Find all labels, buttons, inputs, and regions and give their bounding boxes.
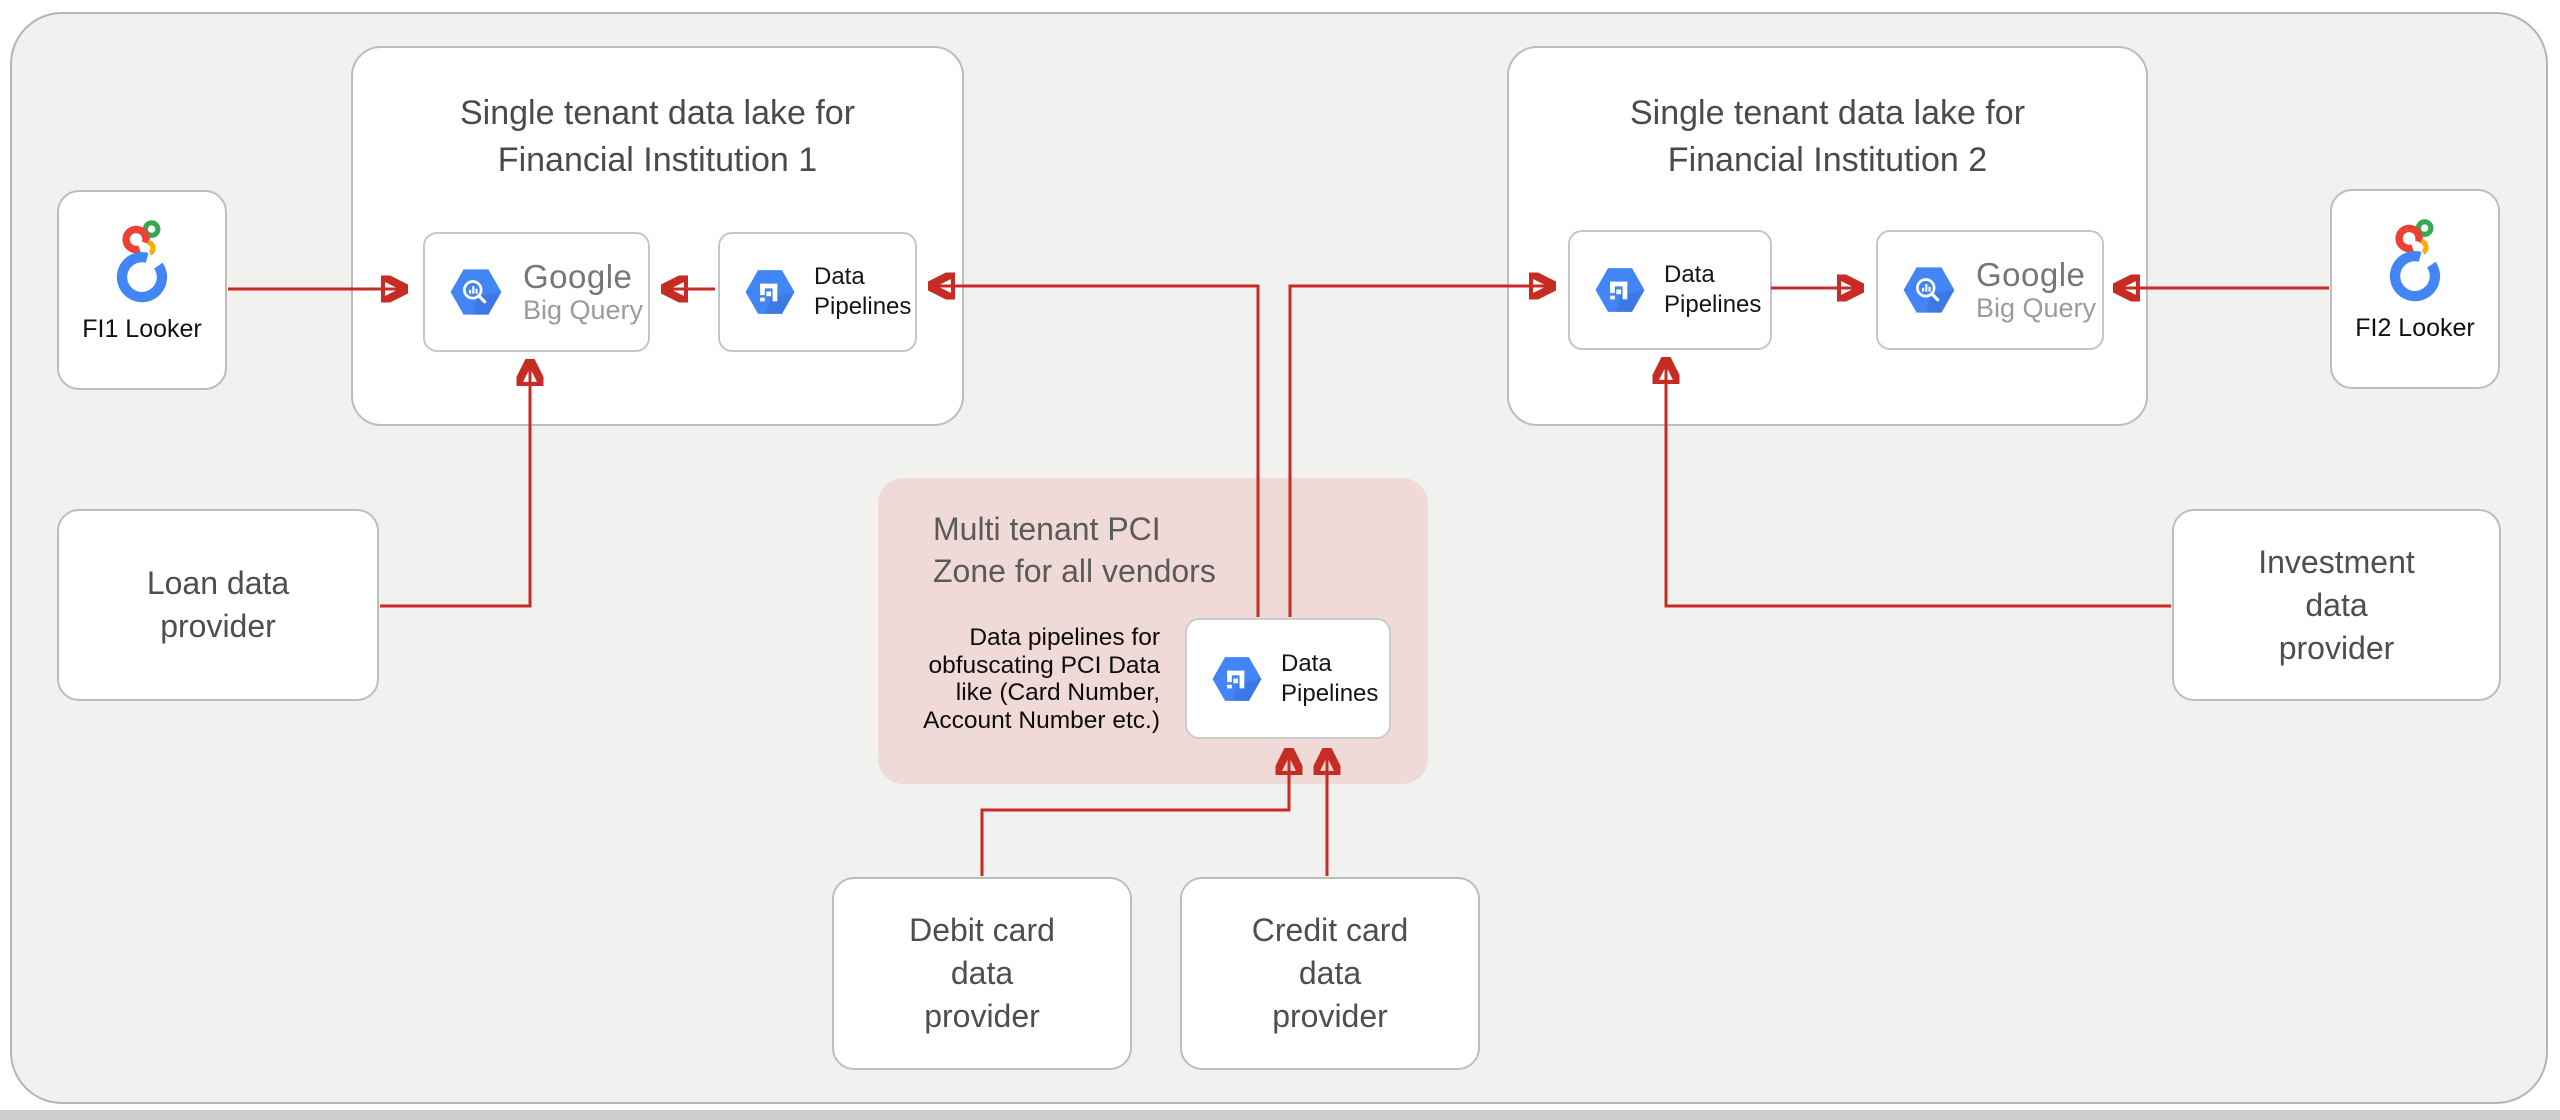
window-bottom-edge (0, 1110, 2560, 1120)
bigquery-brand: Google (1976, 256, 2086, 293)
pci-body-line4: Account Number etc.) (923, 706, 1160, 734)
fi1-data-lake-title: Single tenant data lake for Financial In… (353, 48, 962, 184)
looker-icon (116, 220, 168, 303)
bigquery-icon (1903, 267, 1955, 313)
credit-card-data-provider-node: Credit card data provider (1180, 877, 1480, 1070)
fi2-looker-label: FI2 Looker (2355, 314, 2475, 342)
pipelines-label-line1: Data (814, 263, 865, 290)
bigquery-brand: Google (523, 258, 633, 295)
fi1-data-pipelines-node: Data Pipelines (718, 232, 917, 352)
fi2-looker-node: FI2 Looker (2330, 189, 2500, 389)
investment-line2: data (2305, 586, 2368, 623)
pipelines-label-line2: Pipelines (814, 293, 912, 320)
pci-zone: Multi tenant PCI Zone for all vendors Da… (878, 478, 1428, 784)
fi1-pipelines-label: Data Pipelines (814, 262, 911, 322)
investment-line1: Investment (2258, 543, 2415, 580)
pci-body-line1: Data pipelines for (969, 624, 1160, 651)
fi2-title-line1: Single tenant data lake for (1629, 94, 2026, 132)
pci-body-line2: obfuscating PCI Data (928, 651, 1160, 679)
debit-line3: provider (924, 998, 1040, 1034)
data-pipelines-icon (1212, 656, 1262, 701)
data-pipelines-icon (1595, 268, 1645, 312)
looker-icon (2389, 219, 2441, 302)
pci-title-line2: Zone for all vendors (933, 553, 1216, 589)
fi1-data-lake-box: Single tenant data lake for Financial In… (351, 46, 964, 426)
pipelines-label-line2: Pipelines (1664, 291, 1762, 318)
pipelines-label-line1: Data (1664, 261, 1715, 288)
pipelines-label-line2: Pipelines (1281, 679, 1379, 707)
pci-zone-description: Data pipelines for obfuscating PCI Data … (920, 624, 1160, 734)
fi1-title-line1: Single tenant data lake for (459, 94, 856, 132)
fi2-bigquery-node: Google Big Query (1876, 230, 2104, 350)
loan-line2: provider (160, 608, 276, 644)
fi2-data-pipelines-node: Data Pipelines (1568, 230, 1772, 350)
credit-line3: provider (1272, 998, 1388, 1034)
bigquery-product: Big Query (523, 295, 644, 325)
credit-line1: Credit card (1251, 912, 1409, 948)
fi2-data-lake-box: Single tenant data lake for Financial In… (1507, 46, 2148, 426)
pci-body-line3: like (Card Number, (955, 679, 1160, 706)
bigquery-icon (450, 269, 502, 315)
bigquery-logo-text: Google Big Query (1976, 256, 2096, 324)
investment-line3: provider (2278, 629, 2395, 666)
fi2-data-lake-title: Single tenant data lake for Financial In… (1509, 48, 2146, 184)
fi1-looker-node: FI1 Looker (57, 190, 227, 390)
bigquery-logo-text: Google Big Query (523, 258, 643, 326)
fi2-pipelines-label: Data Pipelines (1664, 260, 1761, 320)
bigquery-product: Big Query (1976, 293, 2097, 323)
pci-title-line1: Multi tenant PCI (933, 511, 1161, 547)
loan-data-provider-node: Loan data provider (57, 509, 379, 701)
pci-pipelines-label: Data Pipelines (1281, 649, 1378, 709)
debit-card-data-provider-node: Debit card data provider (832, 877, 1132, 1070)
debit-line1: Debit card (909, 912, 1055, 948)
fi2-title-line2: Financial Institution 2 (1667, 141, 1988, 179)
debit-line2: data (950, 955, 1014, 991)
pci-data-pipelines-node: Data Pipelines (1185, 618, 1391, 739)
fi1-bigquery-node: Google Big Query (423, 232, 650, 352)
investment-data-provider-node: Investment data provider (2172, 509, 2501, 701)
loan-line1: Loan data (146, 565, 290, 601)
fi1-title-line2: Financial Institution 1 (497, 141, 818, 179)
pci-zone-title: Multi tenant PCI Zone for all vendors (933, 508, 1216, 592)
pipelines-label-line1: Data (1281, 649, 1332, 677)
data-pipelines-icon (745, 270, 795, 314)
credit-line2: data (1298, 955, 1362, 991)
fi1-looker-label: FI1 Looker (82, 315, 202, 343)
